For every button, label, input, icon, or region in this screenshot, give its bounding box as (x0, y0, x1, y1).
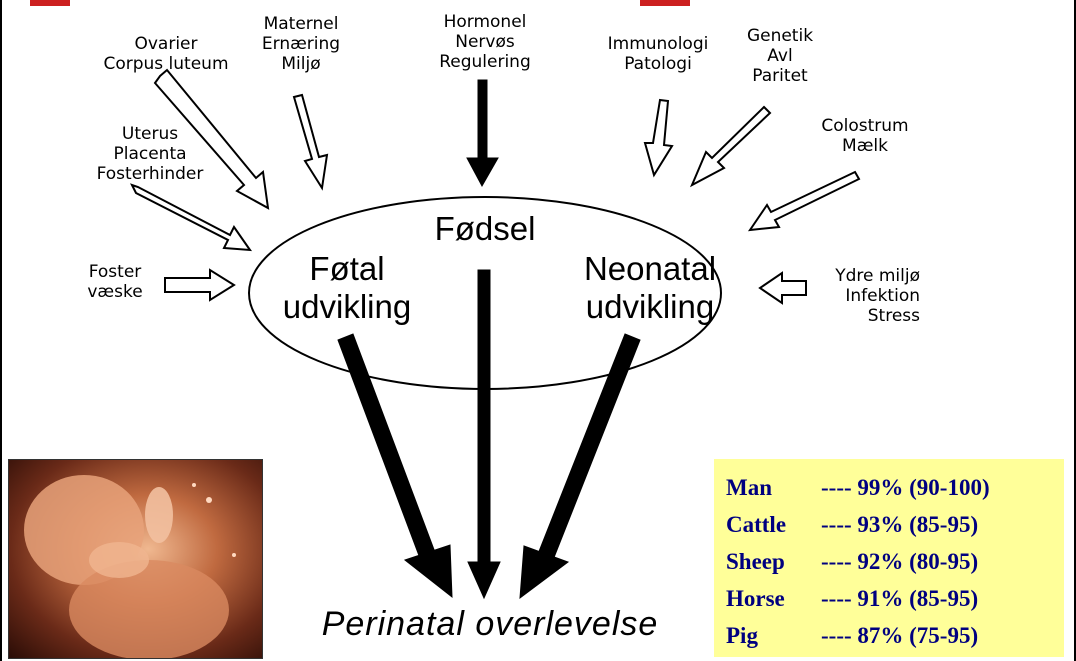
label-maternel: Maternel Ernæring Miljø (246, 14, 356, 74)
label-uterus: Uterus Placenta Fosterhinder (75, 124, 225, 184)
label-fodsel: Fødsel (400, 210, 570, 248)
arrow-colostrum (750, 172, 859, 230)
survival-value: ---- 92% (80-95) (821, 543, 978, 580)
arrow-center-shaft (478, 270, 490, 565)
arrow-hormonel-head (467, 158, 498, 186)
label-fotal: Føtal udvikling (262, 250, 432, 326)
outcome-title: Perinatal overlevelse (280, 605, 700, 644)
label-colostrum: Colostrum Mælk (795, 116, 935, 156)
survival-table: Man---- 99% (90-100) Cattle---- 93% (85-… (714, 459, 1064, 657)
fetus-illustration (9, 460, 262, 658)
arrow-right-head (520, 546, 568, 598)
arrow-foster (165, 270, 234, 300)
label-immunologi: Immunologi Patologi (588, 34, 728, 74)
arrow-maternel (294, 95, 327, 188)
label-genetik: Genetik Avl Paritet (735, 26, 825, 86)
label-ydre: Ydre miljø Infektion Stress (790, 266, 920, 326)
survival-value: ---- 91% (85-95) (821, 580, 978, 617)
label-ovarier: Ovarier Corpus luteum (76, 34, 256, 74)
table-row: Cattle---- 93% (85-95) (726, 506, 1064, 543)
arrow-immunologi (645, 100, 672, 175)
survival-value: ---- 99% (90-100) (821, 469, 990, 506)
species-name: Sheep (726, 543, 821, 580)
label-hormonel: Hormonel Nervøs Regulering (420, 12, 550, 72)
arrow-left-head (405, 545, 452, 597)
species-name: Man (726, 469, 821, 506)
table-row: Horse---- 91% (85-95) (726, 580, 1064, 617)
label-foster: Foster væske (70, 262, 160, 302)
arrow-center-head (468, 562, 500, 598)
survival-value: ---- 93% (85-95) (821, 506, 978, 543)
species-name: Horse (726, 580, 821, 617)
arrow-genetik (692, 107, 770, 185)
table-row: Pig---- 87% (75-95) (726, 617, 1064, 654)
table-row: Man---- 99% (90-100) (726, 469, 1064, 506)
arrow-uterus (132, 185, 250, 250)
arrow-hormonel-shaft (478, 80, 487, 160)
species-name: Pig (726, 617, 821, 654)
fetus-photo (8, 459, 263, 659)
label-neonatal: Neonatal udvikling (555, 250, 745, 326)
species-name: Cattle (726, 506, 821, 543)
survival-value: ---- 87% (75-95) (821, 617, 978, 654)
table-row: Sheep---- 92% (80-95) (726, 543, 1064, 580)
